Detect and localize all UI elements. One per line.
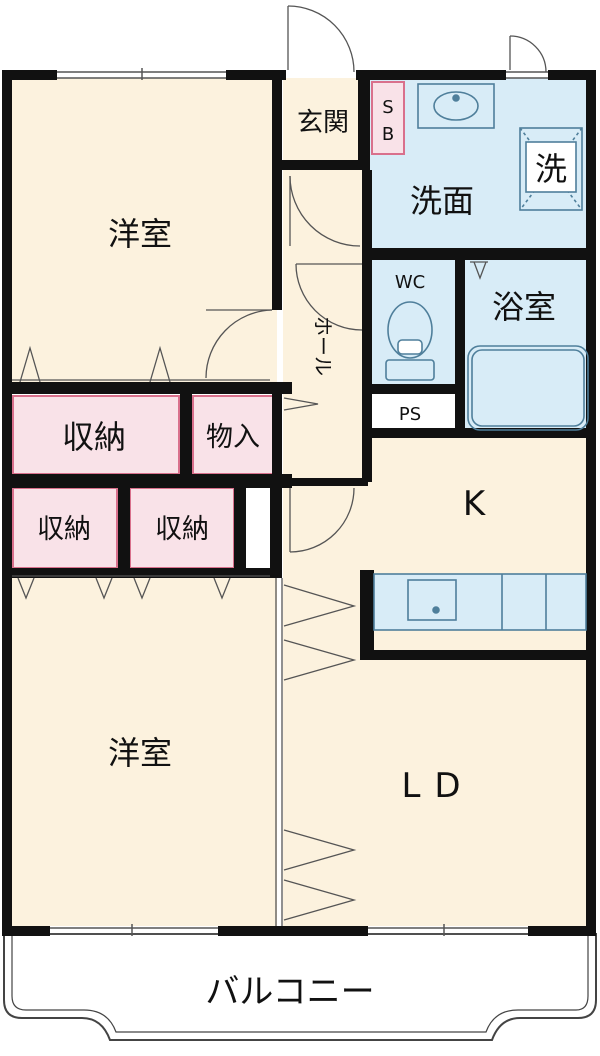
- labels: 洋室 洋室 玄関 S B 洗面 洗 ホール WC 浴室 PS 収納 物入 収納 …: [37, 97, 567, 1012]
- storage-left-label: 収納: [37, 514, 91, 545]
- western-room-top-floor: [10, 78, 277, 385]
- ps-floor: [368, 392, 455, 432]
- walls: [2, 70, 596, 936]
- kitchen-counter: [373, 573, 587, 631]
- western-room-top-label: 洋室: [108, 215, 172, 253]
- entrance-floor: [283, 78, 368, 163]
- ld-floor-lower: [368, 655, 588, 926]
- storage-right-label: 収納: [155, 514, 209, 545]
- sliding-partition: [275, 578, 357, 926]
- basin-bowl-icon: [433, 91, 479, 121]
- shoe-box-label-s: S: [382, 97, 393, 118]
- storage-top-label: 収納: [62, 418, 126, 456]
- western-room-bottom-floor: [10, 578, 277, 926]
- storage-left: [12, 487, 118, 569]
- wardrobe-slot: [246, 488, 270, 568]
- storage-right: [129, 487, 235, 569]
- entrance-label: 玄関: [297, 108, 349, 138]
- toilet-tank: [385, 359, 435, 381]
- shoe-box-label-b: B: [382, 124, 394, 145]
- western-room-bottom-label: 洋室: [108, 734, 172, 772]
- balcony-inner-line: [11, 934, 589, 1033]
- kitchen-label: K: [463, 484, 487, 524]
- balcony-label: バルコニー: [205, 972, 374, 1012]
- bathroom-label: 浴室: [492, 288, 556, 326]
- storage-top: [12, 395, 180, 475]
- closet-label: 物入: [206, 422, 260, 453]
- door-swings: [205, 5, 547, 553]
- wc-label: WC: [395, 272, 425, 293]
- kitchen-sink-icon: [407, 579, 457, 621]
- hall-label: ホール: [311, 316, 335, 376]
- balcony-outline: [3, 933, 597, 1041]
- washer-label-box: [525, 141, 577, 193]
- washer-label: 洗: [535, 150, 567, 188]
- hall-floor: [283, 163, 368, 481]
- ps-label: PS: [399, 404, 421, 425]
- ld-label: LD: [401, 766, 474, 806]
- windows: [50, 68, 548, 936]
- shoe-box: [371, 81, 405, 155]
- closet-door-marks: [12, 345, 319, 600]
- washroom-label: 洗面: [410, 182, 474, 220]
- bathtub: [471, 349, 585, 427]
